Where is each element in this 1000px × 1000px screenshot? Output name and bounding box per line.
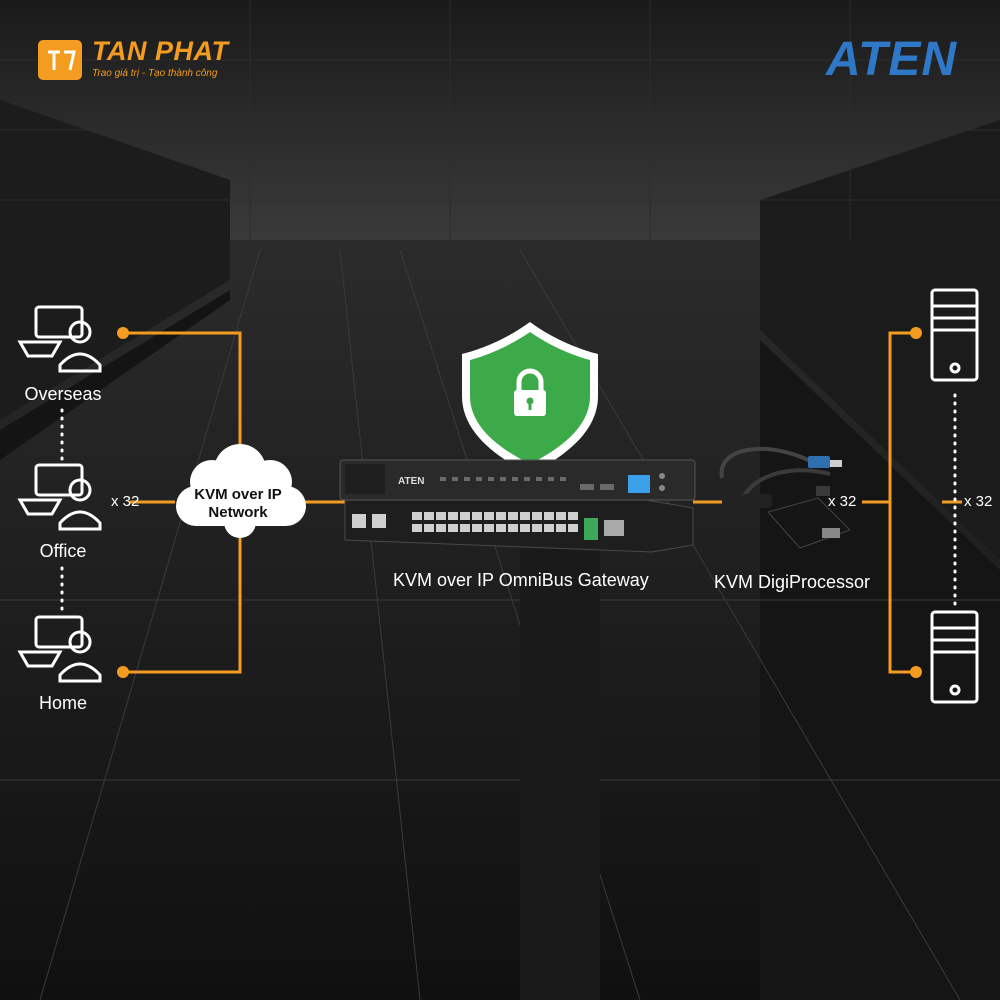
network-label-line1: KVM over IP	[194, 486, 282, 503]
aten-logo: ATEN	[826, 33, 958, 86]
server-tower-icon	[930, 288, 979, 382]
omnibus-gateway-device	[339, 459, 696, 553]
shield-lock-icon	[462, 322, 598, 474]
network-label: KVM over IP Network	[178, 486, 298, 522]
brand-tagline: Trao giá trị - Tạo thành công	[92, 68, 218, 79]
gateway-label: KVM over IP OmniBus Gateway	[393, 570, 649, 590]
source-multiplier: x 32	[111, 493, 140, 510]
user-workstation-icon	[17, 615, 102, 683]
server-multiplier: x 32	[964, 493, 993, 510]
processor-multiplier: x 32	[828, 493, 857, 510]
digiprocessor-label: KVM DigiProcessor	[714, 572, 871, 592]
user-workstation-icon	[17, 463, 102, 531]
cloud-icon	[176, 444, 306, 538]
location-label-overseas: Overseas	[24, 384, 102, 404]
network-label-line2: Network	[208, 504, 268, 521]
digiprocessor-device	[719, 446, 851, 549]
tanphat-logo-icon	[38, 40, 82, 80]
gateway-panel-brand: ATEN	[398, 476, 425, 487]
location-label-office: Office	[39, 541, 87, 561]
brand-name: TAN PHAT	[92, 36, 229, 66]
user-workstation-icon	[17, 305, 102, 373]
connection-dots	[117, 327, 922, 678]
location-label-home: Home	[38, 693, 87, 713]
user-dotted-links	[60, 393, 957, 617]
server-tower-icon	[930, 610, 979, 704]
